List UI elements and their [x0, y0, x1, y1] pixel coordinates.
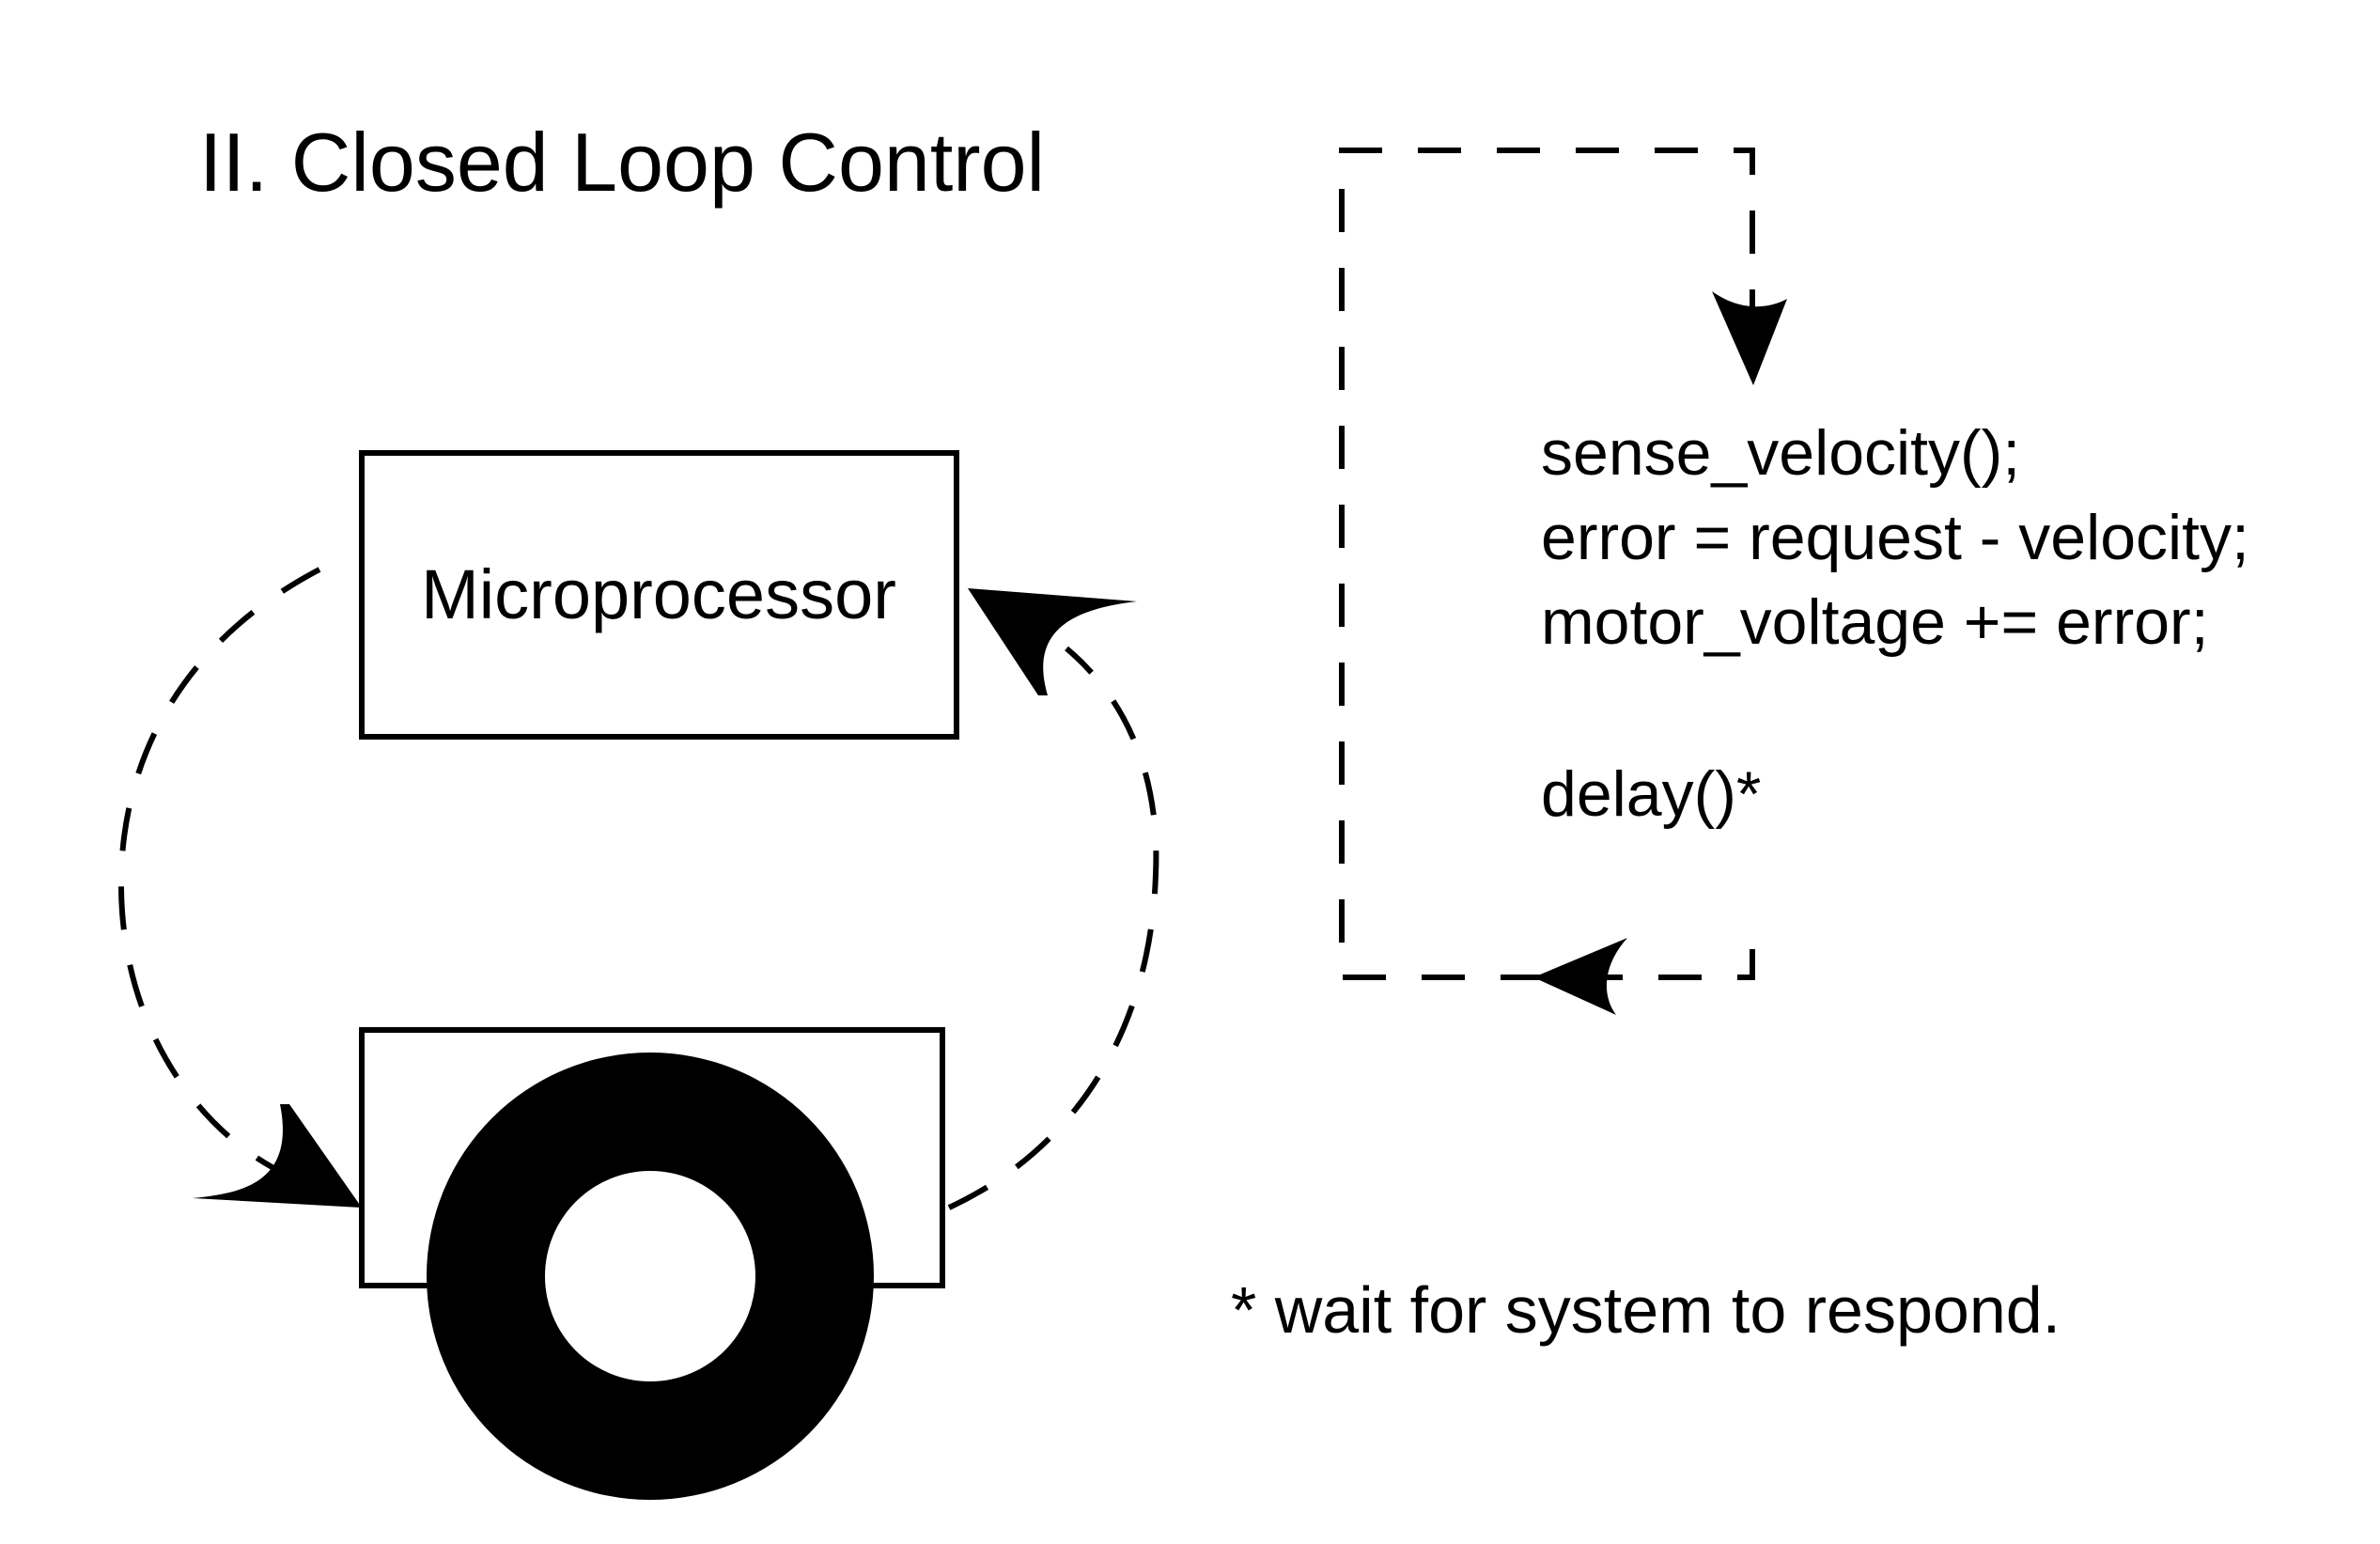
arrowhead-icon: [193, 1104, 362, 1208]
control-signal-path: [118, 567, 321, 1177]
motor-block: [359, 1027, 945, 1500]
arrowhead-icon: [968, 588, 1137, 695]
wheel-hub: [545, 1171, 755, 1381]
microprocessor-block: Microprocessor: [359, 450, 959, 740]
arrowhead-icon: [1712, 291, 1787, 385]
code-line-motor: motor_voltage += error;: [1541, 586, 2209, 658]
code-line-delay: delay()*: [1541, 758, 1761, 830]
footnote: * wait for system to respond.: [1231, 1273, 2061, 1347]
microprocessor-label: Microprocessor: [421, 555, 896, 633]
microprocessor-box: [359, 450, 959, 740]
code-block: sense_velocity(); error = request - velo…: [1541, 417, 2249, 830]
feedback-signal-path: [947, 646, 1159, 1210]
program-loop-path: [1339, 148, 1755, 980]
code-line-error: error = request - velocity;: [1541, 502, 2249, 573]
code-line-sense: sense_velocity();: [1541, 417, 2020, 489]
page-title: II. Closed Loop Control: [199, 116, 1045, 209]
wheel-icon: [427, 1053, 874, 1500]
arrowhead-icon: [1533, 938, 1627, 1015]
